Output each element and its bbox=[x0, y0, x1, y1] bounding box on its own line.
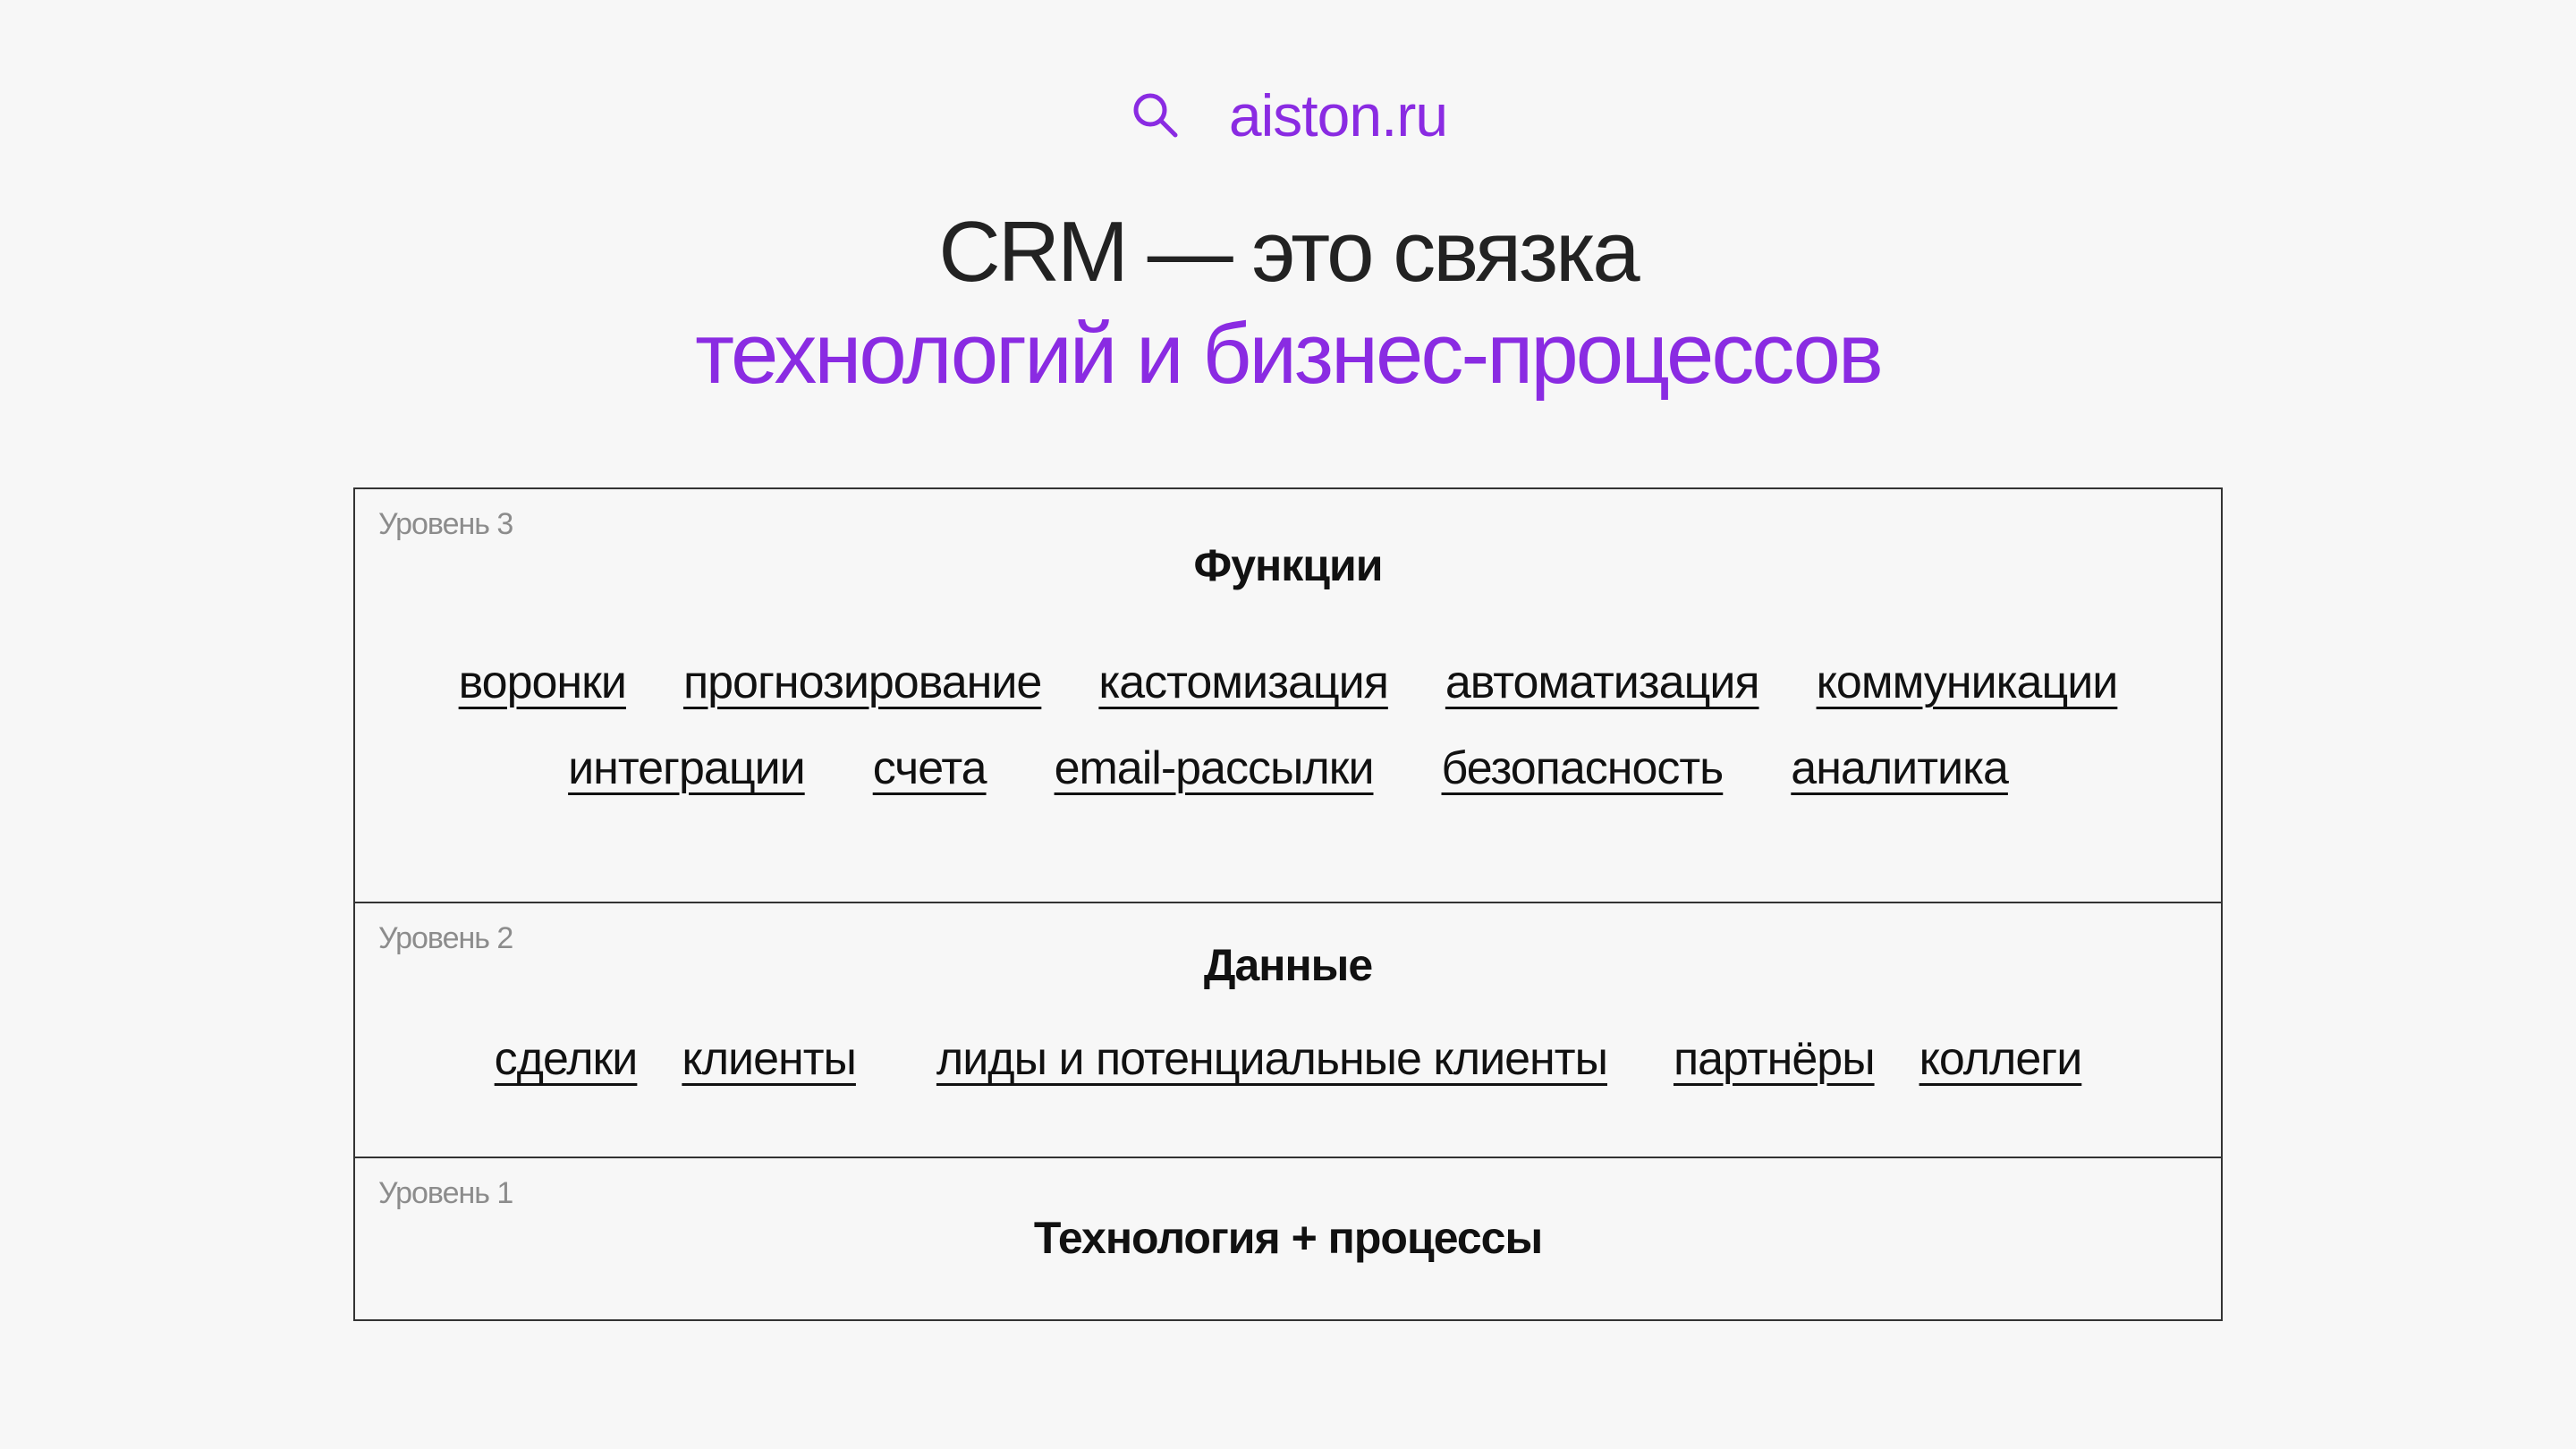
level-3-block: Уровень 3 Функции воронки прогнозировани… bbox=[355, 489, 2221, 902]
crm-levels-diagram: Уровень 3 Функции воронки прогнозировани… bbox=[353, 487, 2223, 1321]
function-item: автоматизация bbox=[1445, 657, 1760, 708]
level-title: Функции bbox=[1193, 540, 1384, 590]
level-title: Данные bbox=[1203, 940, 1373, 990]
function-item: коммуникации bbox=[1816, 657, 2119, 708]
page-title: CRM — это связка технологий и бизнес-про… bbox=[0, 201, 2576, 405]
function-item: интеграции bbox=[568, 742, 806, 794]
functions-row-1: воронки прогнозирование кастомизация авт… bbox=[355, 656, 2221, 709]
level-label: Уровень 1 bbox=[378, 1176, 513, 1210]
brand-domain[interactable]: aiston.ru bbox=[1228, 82, 1448, 148]
function-item: кастомизация bbox=[1098, 657, 1389, 708]
data-item: лиды и потенциальные клиенты bbox=[936, 1033, 1608, 1085]
brand: aiston.ru bbox=[0, 86, 2576, 145]
function-item: прогнозирование bbox=[682, 657, 1042, 708]
function-item: email-рассылки bbox=[1054, 742, 1375, 794]
functions-row-2: интеграции счета email-рассылки безопасн… bbox=[355, 741, 2221, 795]
level-label: Уровень 3 bbox=[378, 507, 513, 541]
level-1-block: Уровень 1 Технология + процессы bbox=[355, 1157, 2221, 1321]
function-item: аналитика bbox=[1791, 742, 2009, 794]
level-title: Технология + процессы bbox=[1033, 1213, 1543, 1263]
data-item: коллеги bbox=[1919, 1033, 2083, 1085]
function-item: безопасность bbox=[1441, 742, 1724, 794]
title-line-1: CRM — это связка bbox=[938, 204, 1640, 300]
data-item: сделки bbox=[494, 1033, 639, 1085]
level-label: Уровень 2 bbox=[378, 921, 513, 955]
search-icon[interactable] bbox=[1129, 89, 1182, 142]
data-item: клиенты bbox=[682, 1033, 857, 1085]
level-2-block: Уровень 2 Данные сделки клиенты лиды и п… bbox=[355, 902, 2221, 1157]
function-item: воронки bbox=[458, 657, 627, 708]
data-row: сделки клиенты лиды и потенциальные клие… bbox=[355, 1032, 2221, 1086]
data-item: партнёры bbox=[1673, 1033, 1876, 1085]
function-item: счета bbox=[872, 742, 987, 794]
title-line-2: технологий и бизнес-процессов bbox=[695, 306, 1884, 402]
